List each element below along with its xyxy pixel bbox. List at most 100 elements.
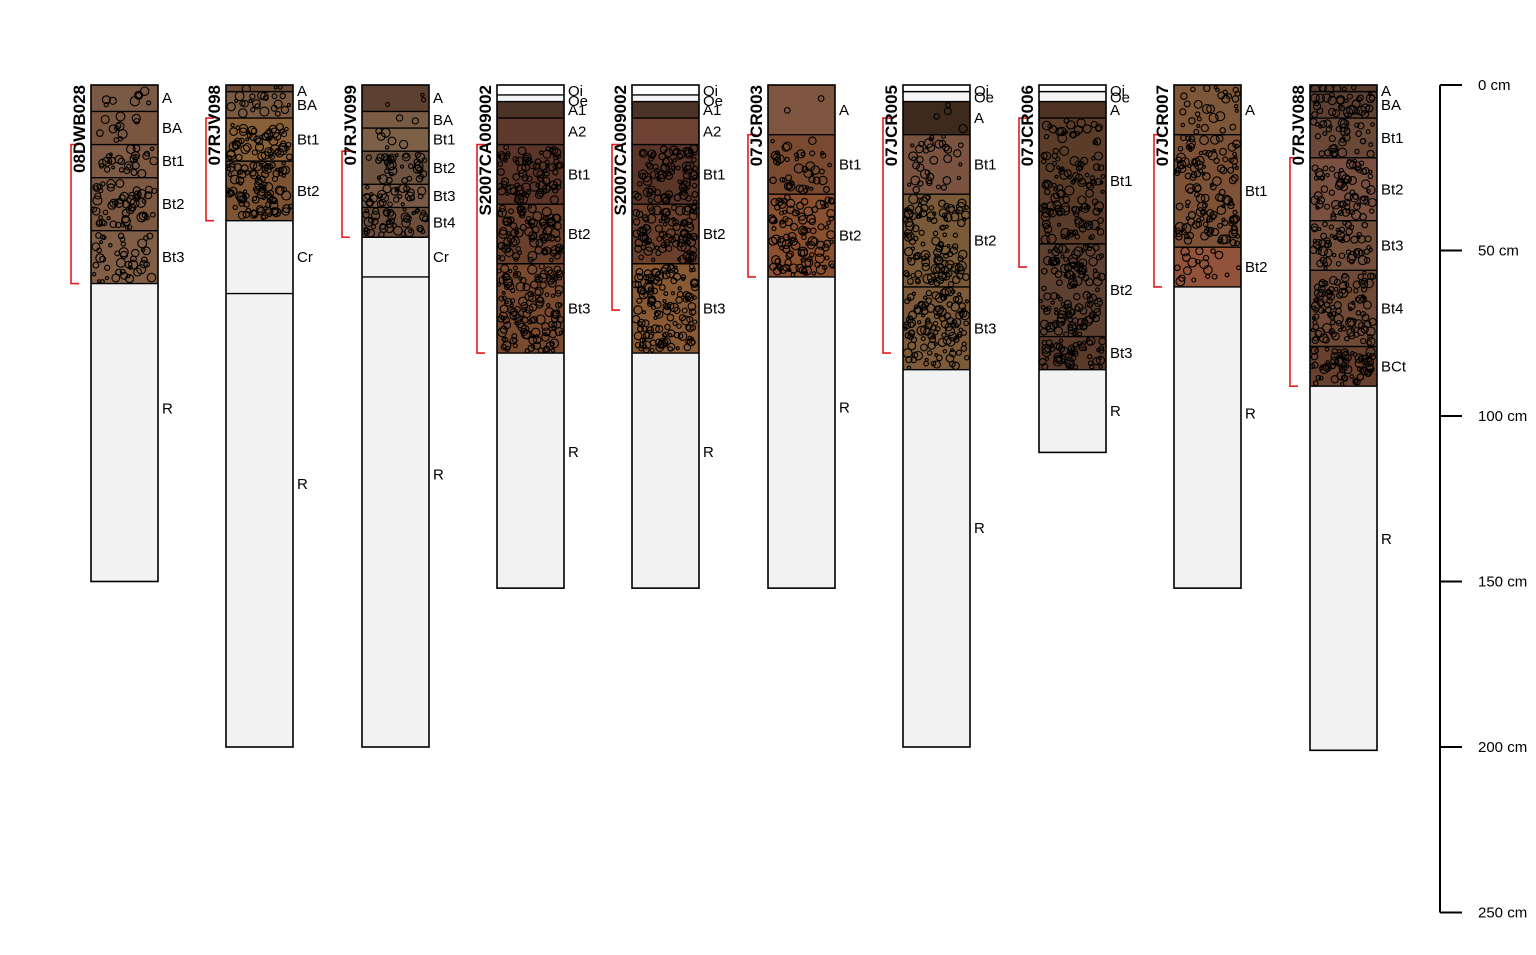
coarse-fragment	[509, 337, 517, 345]
coarse-fragment	[942, 335, 952, 346]
horizon-label: Bt3	[162, 249, 185, 266]
coarse-fragment	[542, 214, 549, 221]
coarse-fragment	[1058, 244, 1068, 254]
horizon-bt2: Bt2	[1174, 246, 1268, 287]
coarse-fragment	[527, 264, 538, 275]
coarse-fragment	[682, 180, 688, 185]
depth-tick-label: 100 cm	[1478, 408, 1527, 425]
coarse-fragment	[932, 230, 939, 237]
coarse-fragment	[933, 329, 939, 336]
coarse-fragment	[1350, 300, 1356, 305]
coarse-fragment	[1092, 163, 1101, 171]
coarse-fragment	[1058, 168, 1065, 175]
coarse-fragment	[658, 152, 666, 161]
coarse-fragment	[1352, 194, 1359, 200]
coarse-fragment	[917, 202, 922, 208]
coarse-fragment	[1217, 236, 1224, 243]
coarse-fragment	[128, 259, 139, 270]
coarse-fragment	[1040, 304, 1046, 310]
coarse-fragment	[923, 138, 934, 149]
coarse-fragment	[1227, 142, 1237, 152]
coarse-fragment	[517, 146, 527, 156]
coarse-fragment	[811, 271, 817, 276]
coarse-fragment	[1336, 96, 1345, 105]
coarse-fragment	[942, 232, 948, 238]
coarse-fragment	[906, 277, 914, 285]
coarse-fragment	[1088, 256, 1098, 267]
coarse-fragment	[549, 338, 560, 349]
coarse-fragment	[139, 86, 150, 96]
coarse-fragment	[135, 92, 143, 99]
coarse-fragment	[126, 224, 133, 230]
coarse-fragment	[114, 154, 124, 164]
coarse-fragment	[1174, 170, 1181, 177]
coarse-fragment	[675, 205, 686, 216]
coarse-fragment	[642, 331, 651, 340]
coarse-fragment	[1196, 217, 1202, 223]
coarse-fragment	[1082, 315, 1093, 327]
coarse-fragment	[782, 215, 789, 223]
coarse-fragment	[955, 311, 964, 320]
coarse-fragment	[417, 186, 427, 196]
coarse-fragment	[1228, 197, 1234, 203]
horizon-label: Bt1	[1245, 183, 1268, 200]
coarse-fragment	[385, 161, 395, 171]
coarse-fragment	[662, 298, 667, 304]
coarse-fragment	[1052, 147, 1059, 155]
horizon-label: BA	[1381, 97, 1401, 114]
coarse-fragment	[1335, 126, 1342, 133]
coarse-fragment	[1051, 320, 1060, 329]
coarse-fragment	[517, 250, 523, 256]
coarse-fragment	[636, 318, 646, 328]
coarse-fragment	[688, 211, 698, 221]
coarse-fragment	[1066, 120, 1076, 130]
coarse-fragment	[412, 164, 422, 174]
coarse-fragment	[130, 168, 138, 177]
coarse-fragment	[783, 107, 791, 114]
coarse-fragment	[641, 224, 652, 235]
coarse-fragment	[250, 107, 256, 113]
horizon-fill	[226, 118, 293, 162]
coarse-fragment	[100, 181, 106, 187]
coarse-fragment	[528, 222, 533, 227]
coarse-fragment	[904, 233, 913, 242]
coarse-fragment	[1211, 273, 1218, 280]
coarse-fragment	[103, 166, 111, 173]
coarse-fragment	[954, 209, 960, 214]
coarse-fragment	[511, 333, 518, 340]
coarse-fragment	[420, 209, 427, 216]
horizon-a: A	[362, 85, 443, 112]
coarse-fragment	[1329, 362, 1336, 370]
coarse-fragment	[1044, 188, 1051, 196]
coarse-fragment	[542, 225, 553, 236]
coarse-fragment	[541, 333, 550, 342]
coarse-fragment	[1067, 231, 1072, 236]
coarse-fragment	[108, 124, 118, 134]
coarse-fragment	[244, 169, 250, 176]
horizon-label: R	[1245, 405, 1256, 422]
coarse-fragment	[133, 190, 142, 199]
coarse-fragment	[1361, 286, 1368, 293]
coarse-fragment	[680, 218, 689, 227]
horizon-label: R	[297, 476, 308, 493]
horizon-bt2: Bt2	[496, 203, 591, 264]
coarse-fragment	[656, 177, 661, 182]
coarse-fragment	[1201, 104, 1212, 114]
coarse-fragment	[938, 208, 948, 218]
coarse-fragment	[907, 297, 912, 302]
coarse-fragment	[103, 101, 109, 108]
coarse-fragment	[140, 256, 148, 264]
coarse-fragment	[1097, 207, 1103, 213]
coarse-fragment	[1184, 172, 1192, 180]
coarse-fragment	[935, 184, 942, 190]
coarse-fragment	[1060, 202, 1071, 213]
coarse-fragment	[277, 145, 288, 156]
coarse-fragment	[786, 250, 795, 258]
coarse-fragment	[953, 149, 962, 158]
coarse-fragment	[554, 301, 562, 309]
coarse-fragment	[1319, 120, 1328, 129]
coarse-fragment	[408, 229, 413, 234]
coarse-fragment	[92, 272, 97, 277]
